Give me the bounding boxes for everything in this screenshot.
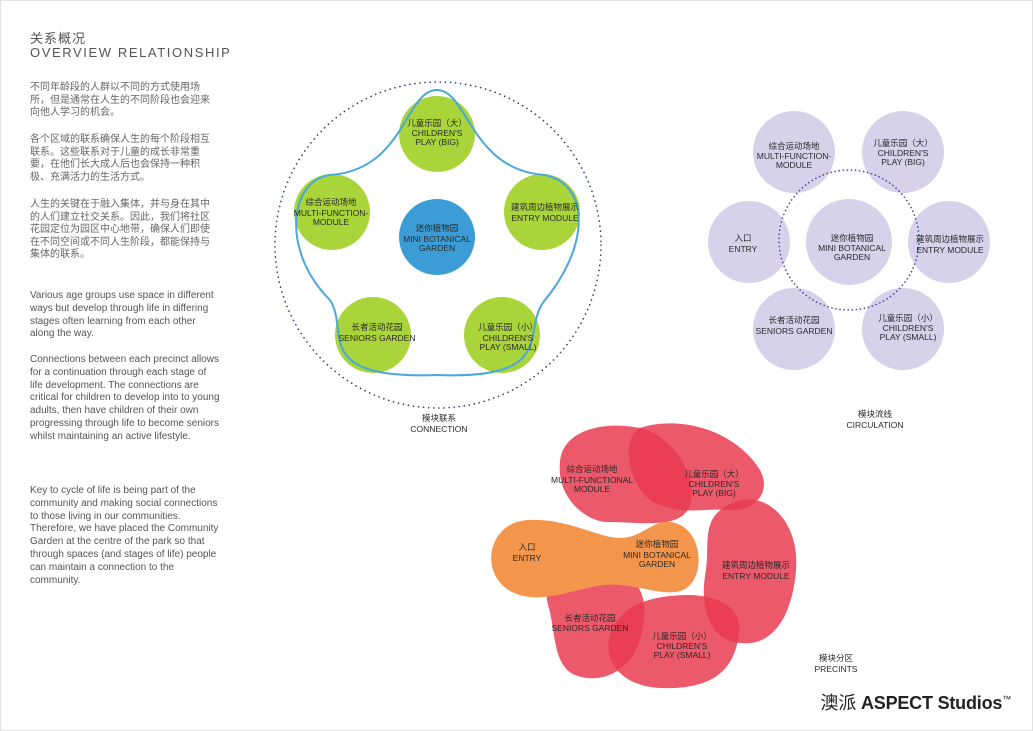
circ-label-multi-en2: MODULE bbox=[776, 160, 813, 170]
circ-label-entry-en1: ENTRY bbox=[729, 244, 758, 254]
conn-label-children-big-en1: CHILDREN'S bbox=[412, 128, 463, 138]
precincts-caption-en: PRECINTS bbox=[815, 664, 858, 674]
conn-label-multi-en2: MODULE bbox=[313, 217, 350, 227]
prec-label-children-big-en2: PLAY (BIG) bbox=[692, 488, 736, 498]
conn-node-mini bbox=[399, 199, 475, 275]
prec-label-children-small-en2: PLAY (SMALL) bbox=[654, 650, 711, 660]
circ-label-seniors-en1: SENIORS GARDEN bbox=[756, 326, 833, 336]
circ-label-children-big-cn: 儿童乐园（大） bbox=[873, 138, 933, 148]
conn-label-children-small-cn: 儿童乐园（小） bbox=[478, 322, 538, 332]
conn-label-mini-en2: GARDEN bbox=[419, 243, 455, 253]
connection-caption-en: CONNECTION bbox=[410, 424, 467, 434]
aspect-studios-logo: 澳派 ASPECT Studios™ bbox=[820, 689, 1012, 715]
logo-en: ASPECT Studios bbox=[860, 693, 1003, 713]
circ-label-mini-en1: MINI BOTANICAL bbox=[818, 243, 886, 253]
conn-label-children-small-en1: CHILDREN'S bbox=[483, 333, 534, 343]
prec-label-mini-en2: GARDEN bbox=[639, 559, 675, 569]
prec-label-entry-cn: 入口 bbox=[518, 542, 535, 552]
circ-node-entry bbox=[708, 201, 790, 283]
conn-label-mini-cn: 迷你植物园 bbox=[416, 223, 459, 233]
conn-label-children-small-en2: PLAY (SMALL) bbox=[480, 342, 537, 352]
text-en-1: Various age groups use space in differen… bbox=[30, 290, 214, 340]
conn-node-children-small bbox=[464, 297, 540, 373]
precinct-children-small bbox=[608, 595, 740, 689]
circ-label-children-big-en1: CHILDREN'S bbox=[878, 148, 929, 158]
conn-node-seniors bbox=[335, 297, 411, 373]
conn-label-children-big-en2: PLAY (BIG) bbox=[415, 137, 459, 147]
circ-label-multi-cn: 综合运动场地 bbox=[768, 141, 820, 151]
prec-label-multi-en1: MULTI-FUNCTIONAL bbox=[551, 475, 633, 485]
prec-label-children-small-cn: 儿童乐园（小） bbox=[652, 631, 712, 641]
prec-label-seniors-en1: SENIORS GARDEN bbox=[552, 623, 629, 633]
prec-label-children-big-cn: 儿童乐园（大） bbox=[684, 469, 744, 479]
conn-node-entry-module bbox=[504, 174, 580, 250]
logo-tm: ™ bbox=[1002, 694, 1011, 704]
circ-label-mini-cn: 迷你植物园 bbox=[831, 233, 874, 243]
conn-label-mini-en1: MINI BOTANICAL bbox=[403, 234, 471, 244]
text-cn-1: 不同年龄段的人群以不同的方式使用场所，但是通常在人生的不同阶段也会迎来向他人学习… bbox=[30, 82, 210, 118]
prec-label-entry-module-cn: 建筑周边植物展示 bbox=[722, 560, 790, 570]
prec-label-children-small-en1: CHILDREN'S bbox=[657, 641, 708, 651]
text-cn-3: 人生的关键在于融入集体，并与身在其中的人们建立社交关系。因此，我们将社区花园定位… bbox=[30, 199, 210, 260]
page-title-cn: 关系概况 bbox=[30, 31, 87, 46]
circulation-caption-en: CIRCULATION bbox=[847, 420, 904, 430]
circ-label-children-small-en2: PLAY (SMALL) bbox=[880, 332, 937, 342]
circ-label-entry-module-cn: 建筑周边植物展示 bbox=[916, 234, 984, 244]
text-en-3: Key to cycle of life is being part of th… bbox=[30, 485, 219, 586]
circ-label-seniors-cn: 长者活动花园 bbox=[768, 315, 819, 325]
connection-dotted-ring bbox=[274, 81, 602, 409]
connection-outline bbox=[295, 88, 580, 377]
circ-node-children-big bbox=[862, 111, 944, 193]
logo-cn: 澳派 bbox=[820, 693, 857, 713]
conn-label-entry-module-en1: ENTRY MODULE bbox=[511, 213, 579, 223]
connection-diagram: 儿童乐园（大） CHILDREN'S PLAY (BIG) 综合运动场地 MUL… bbox=[274, 81, 602, 434]
text-cn-2: 各个区域的联系确保人生的每个阶段相互联系。这些联系对于儿童的成长非常重要，在他们… bbox=[30, 134, 210, 183]
precinct-entry-mini bbox=[491, 519, 699, 598]
prec-label-multi-cn: 综合运动场地 bbox=[566, 464, 618, 474]
prec-label-multi-en2: MODULE bbox=[574, 484, 611, 494]
circ-label-entry-module-en1: ENTRY MODULE bbox=[916, 245, 984, 255]
circ-label-children-big-en2: PLAY (BIG) bbox=[881, 157, 925, 167]
circ-label-children-small-cn: 儿童乐园（小） bbox=[878, 313, 938, 323]
circ-label-mini-en2: GARDEN bbox=[834, 252, 870, 262]
precincts-diagram: 综合运动场地 MULTI-FUNCTIONAL MODULE 儿童乐园（大） C… bbox=[491, 423, 858, 689]
circ-node-children-small bbox=[862, 288, 944, 370]
conn-label-multi-cn: 综合运动场地 bbox=[305, 197, 357, 207]
conn-label-entry-module-cn: 建筑周边植物展示 bbox=[511, 202, 579, 212]
conn-label-seniors-en1: SENIORS GARDEN bbox=[339, 333, 416, 343]
connection-caption-cn: 模块联系 bbox=[422, 413, 456, 423]
circ-label-multi-en1: MULTI-FUNCTION- bbox=[757, 151, 832, 161]
prec-label-entry-en1: ENTRY bbox=[513, 553, 542, 563]
circ-label-entry-cn: 入口 bbox=[734, 233, 751, 243]
circ-node-seniors bbox=[753, 288, 835, 370]
circ-node-mini bbox=[806, 199, 892, 285]
precinct-children-big bbox=[628, 423, 764, 511]
circ-node-multi bbox=[753, 111, 835, 193]
prec-label-mini-en1: MINI BOTANICAL bbox=[623, 550, 691, 560]
precincts-caption-cn: 模块分区 bbox=[819, 653, 854, 663]
prec-label-seniors-cn: 长者活动花园 bbox=[564, 613, 615, 623]
circ-label-children-small-en1: CHILDREN'S bbox=[883, 323, 934, 333]
conn-label-multi-en1: MULTI-FUNCTION- bbox=[294, 208, 369, 218]
conn-node-children-big bbox=[399, 96, 475, 172]
prec-label-entry-module-en1: ENTRY MODULE bbox=[722, 571, 790, 581]
conn-label-children-big-cn: 儿童乐园（大） bbox=[407, 118, 467, 128]
conn-node-multi bbox=[294, 174, 370, 250]
circ-node-entry-module bbox=[908, 201, 990, 283]
page-title-en: OVERVIEW RELATIONSHIP bbox=[30, 45, 232, 60]
text-en-2: Connections between each precinct allows… bbox=[30, 354, 220, 442]
conn-label-seniors-cn: 长者活动花园 bbox=[351, 322, 402, 332]
circulation-diagram: 综合运动场地 MULTI-FUNCTION- MODULE 儿童乐园（大） CH… bbox=[708, 111, 990, 430]
circulation-dotted-ring bbox=[778, 169, 920, 311]
prec-label-children-big-en1: CHILDREN'S bbox=[689, 479, 740, 489]
circulation-caption-cn: 模块流线 bbox=[858, 409, 893, 419]
prec-label-mini-cn: 迷你植物园 bbox=[636, 539, 679, 549]
